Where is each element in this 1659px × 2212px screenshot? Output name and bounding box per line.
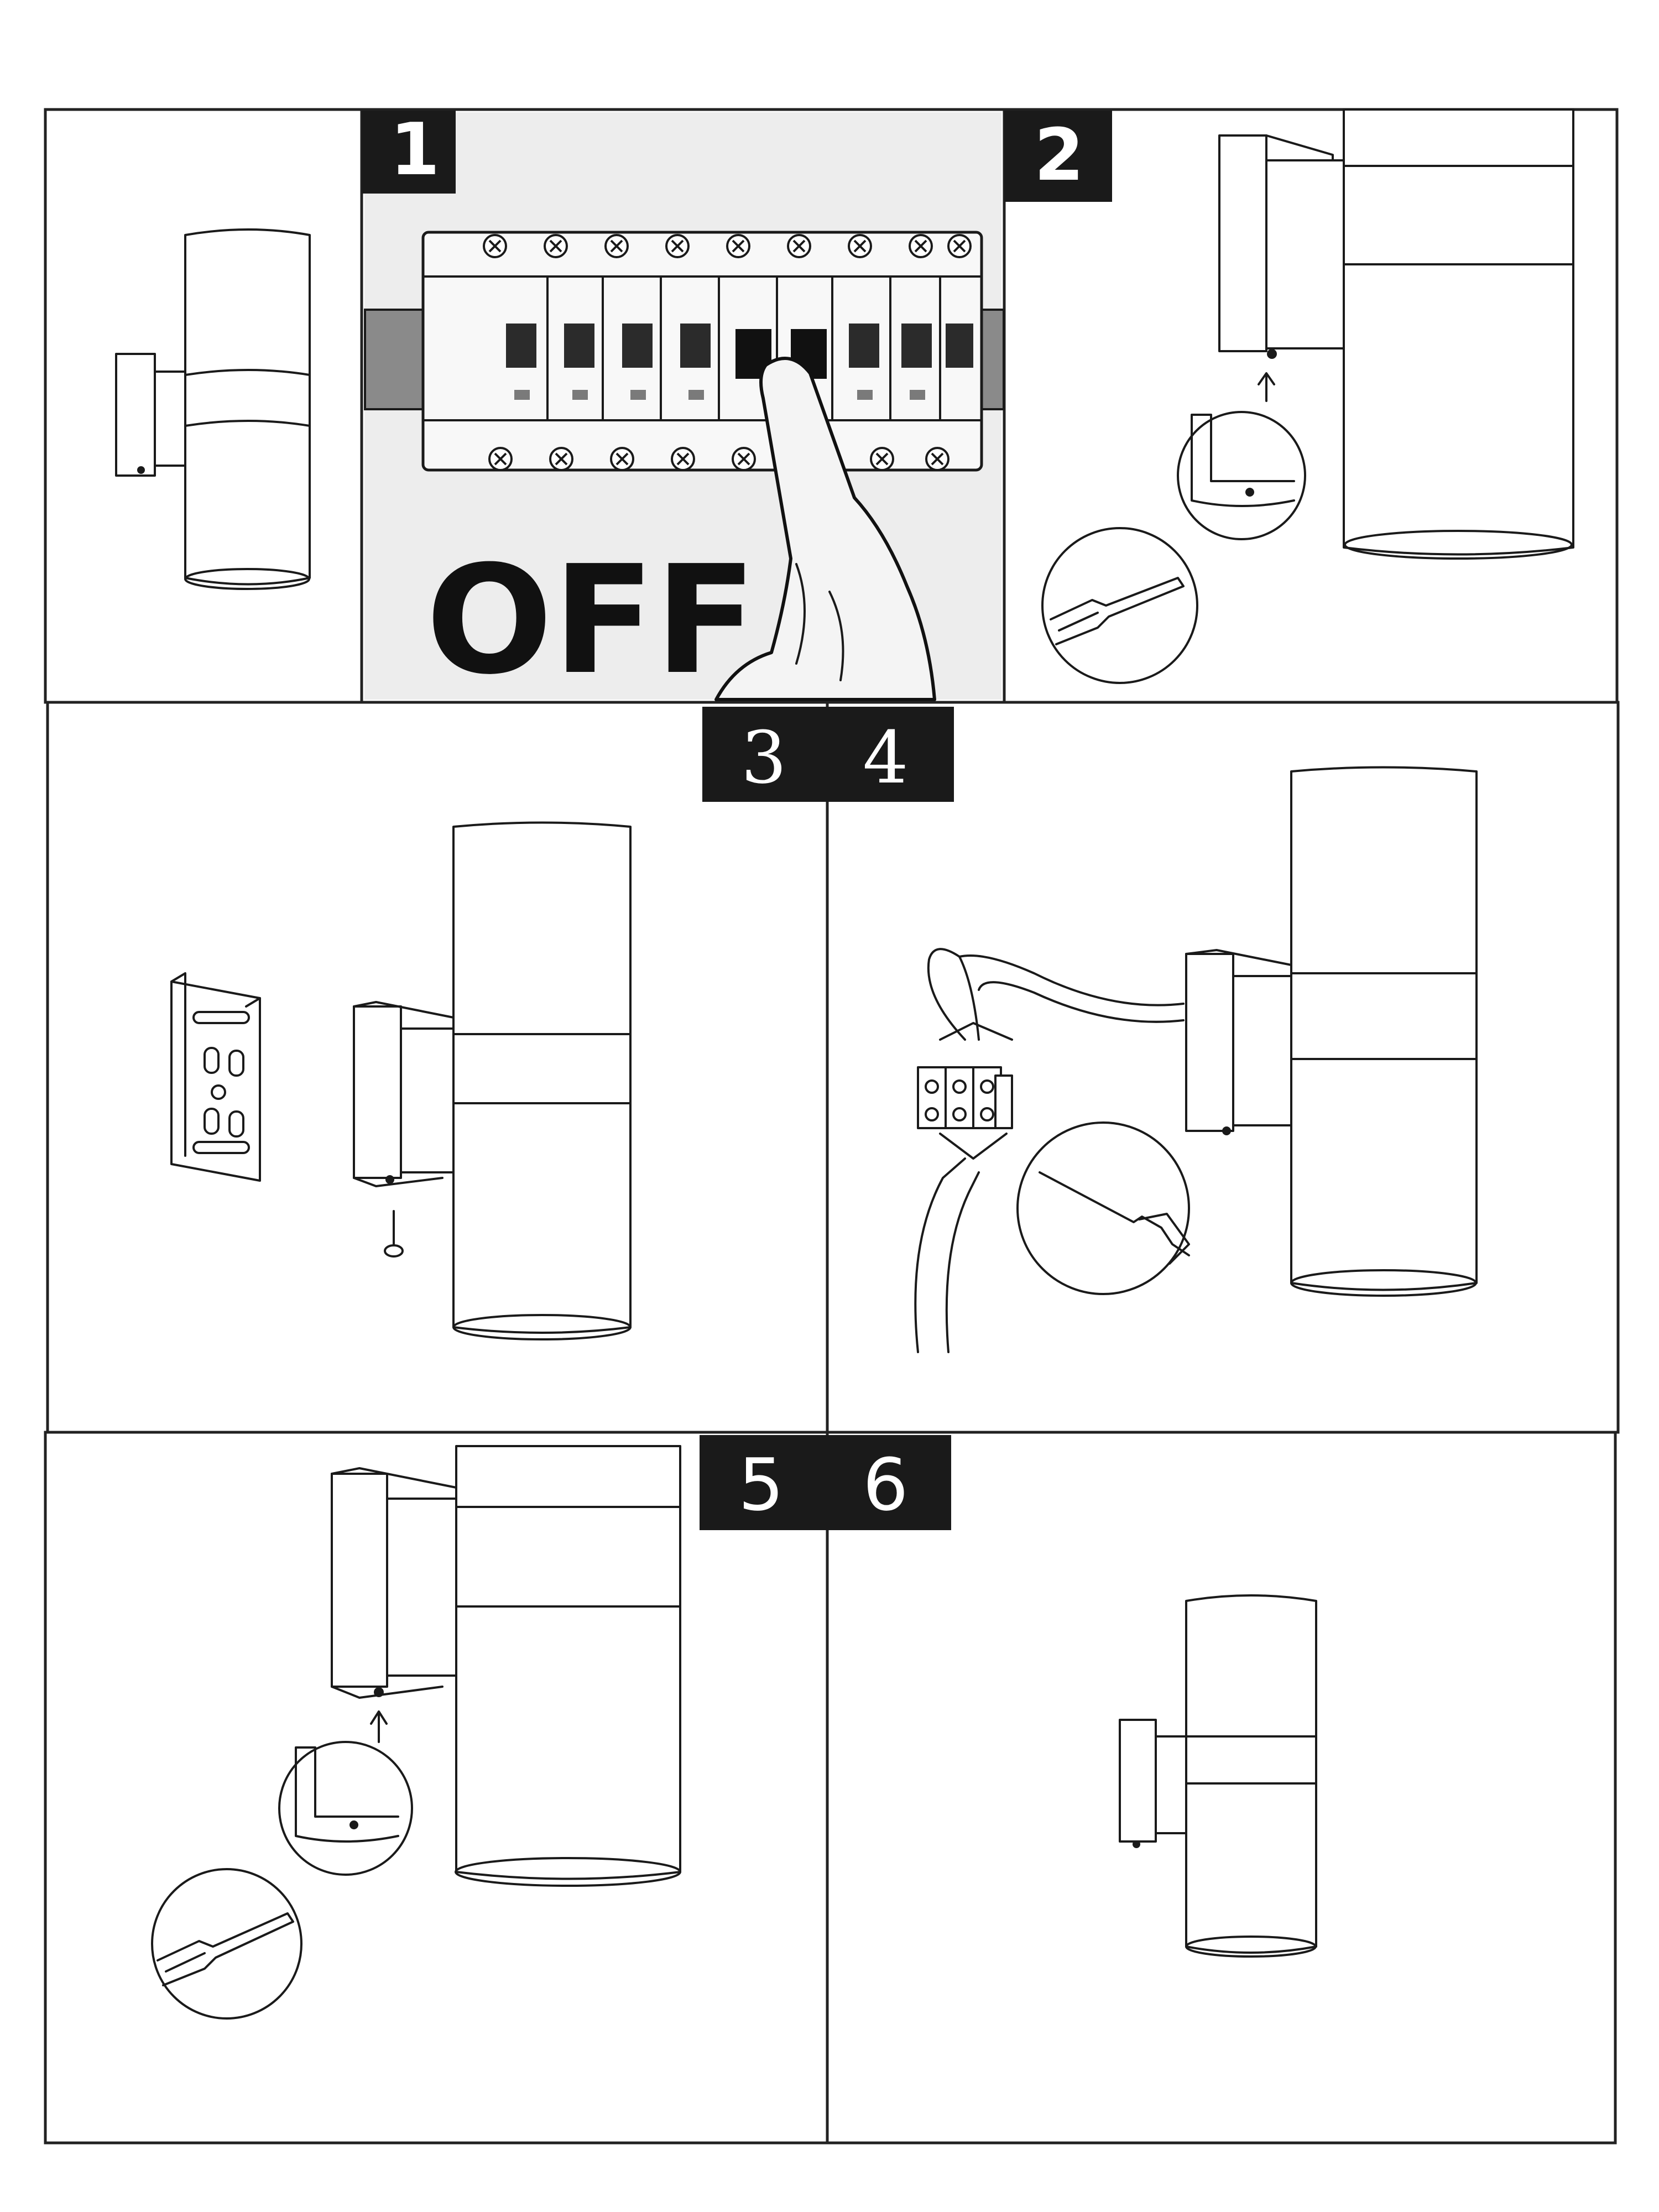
step-badge-2: 2 — [1004, 111, 1112, 202]
step-4-illustration — [914, 766, 1478, 1353]
wall-lamp-icon — [115, 228, 311, 590]
breaker-illustration: OFF — [364, 112, 1005, 707]
svg-text:2: 2 — [1034, 113, 1084, 197]
step-1-caption: OFF — [426, 533, 757, 707]
hand-pointing-icon — [714, 357, 936, 701]
arrow-up-icon — [1258, 372, 1275, 402]
svg-text:6: 6 — [863, 1443, 909, 1527]
svg-text:1: 1 — [390, 107, 440, 191]
screwdriver-icon — [151, 1868, 302, 2020]
step-badge-3-4: 3 4 — [702, 707, 954, 802]
svg-text:3: 3 — [741, 716, 787, 800]
step-badge-1: 1 — [362, 107, 456, 194]
step-3-illustration — [170, 821, 632, 1340]
magnifier-circle-icon — [1177, 411, 1306, 540]
step-2-illustration — [1041, 108, 1574, 684]
mounting-bracket-icon — [170, 972, 261, 1182]
screwdriver-icon — [1041, 527, 1198, 684]
svg-text:4: 4 — [863, 716, 909, 800]
screw-icon — [384, 1210, 404, 1258]
circuit-breaker-icon — [421, 231, 983, 472]
wall-lamp-icon — [1119, 1594, 1317, 1958]
screwdriver-icon — [1016, 1121, 1190, 1295]
svg-text:5: 5 — [738, 1443, 784, 1527]
step-badge-5-6: 5 6 — [700, 1435, 951, 1530]
arrow-up-icon — [370, 1710, 388, 1743]
magnifier-circle-icon — [278, 1741, 413, 1876]
terminal-block-icon — [917, 1022, 1013, 1160]
step-5-illustration — [151, 1445, 681, 2020]
